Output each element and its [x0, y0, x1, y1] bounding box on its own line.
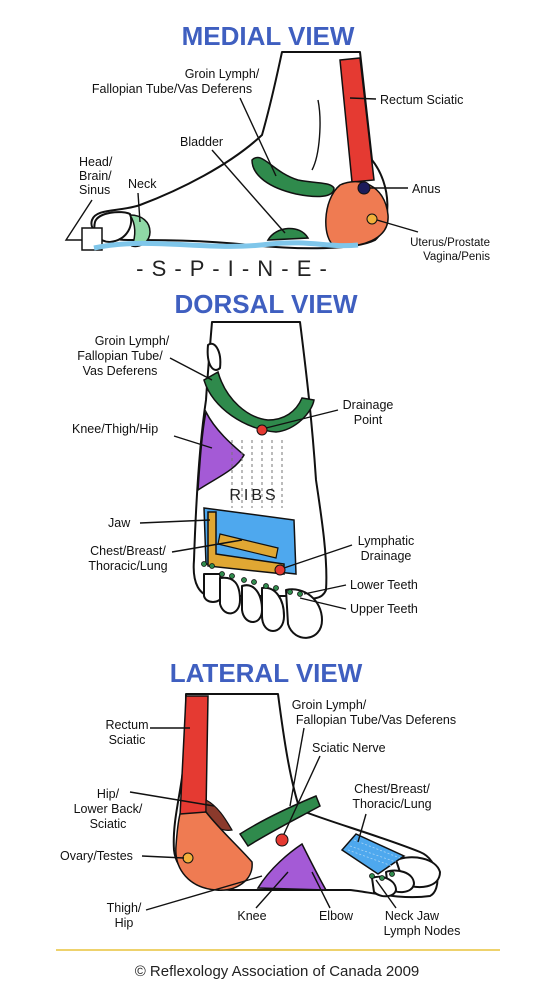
spine-label: - S - P - I - N - E -: [136, 256, 328, 281]
copyright-text: © Reflexology Association of Canada 2009: [135, 963, 420, 980]
neck-jaw-label-1: Neck Jaw: [385, 909, 440, 923]
spine-line: [93, 240, 359, 251]
lymphatic-label-1: Lymphatic: [358, 534, 415, 548]
sciatic-nerve-label: Sciatic Nerve: [312, 741, 386, 755]
sciatic-nerve-point: [275, 833, 289, 847]
chest-bar-zone: [217, 533, 279, 559]
medial-groin-label: Groin Lymph/: [185, 67, 260, 81]
lateral-hip-label-3: Sciatic: [90, 817, 127, 831]
ribs-label: RIBS: [229, 487, 278, 504]
dorsal-groin-zone: [203, 370, 315, 433]
dorsal-chest-label-1: Chest/Breast/: [90, 544, 166, 558]
medial-view-title: MEDIAL VIEW: [182, 21, 355, 51]
lateral-chest-label-1: Chest/Breast/: [354, 782, 430, 796]
lateral-groin-label-2: Fallopian Tube/Vas Deferens: [296, 713, 456, 727]
dorsal-foot: [192, 321, 328, 639]
lateral-rectum-label-1: Rectum: [105, 718, 148, 732]
neck-jaw-dots: [369, 871, 395, 881]
head-box: [81, 227, 103, 251]
ovary-label: Ovary/Testes: [60, 849, 133, 863]
medial-rectum-label: Rectum Sciatic: [380, 93, 463, 107]
neck-label: Neck: [128, 177, 157, 191]
lymphatic-label-2: Drainage: [361, 549, 412, 563]
head-label-3: Sinus: [79, 183, 110, 197]
medial-uterus-zone: [325, 180, 389, 248]
ovary-point: [182, 852, 194, 864]
dorsal-groin-label-3: Vas Deferens: [83, 364, 158, 378]
drainage-label-2: Point: [354, 413, 383, 427]
head-label-1: Head/: [79, 155, 113, 169]
lateral-hip-label-1: Hip/: [97, 787, 120, 801]
dorsal-view-title: DORSAL VIEW: [175, 289, 358, 319]
lateral-rectum-zone: [179, 695, 209, 817]
neck-jaw-label-2: Lymph Nodes: [384, 924, 461, 938]
uterus-point: [366, 213, 378, 225]
drainage-label-1: Drainage: [343, 398, 394, 412]
jaw-zone: [207, 511, 285, 575]
lateral-hip-label-2: Lower Back/: [74, 802, 143, 816]
bladder-zone: [266, 227, 310, 241]
lymphatic-point: [274, 564, 286, 576]
dorsal-groin-label-2: Fallopian Tube/: [77, 349, 163, 363]
teeth-dots: [201, 561, 303, 597]
anus-point: [357, 181, 371, 195]
dorsal-groin-label-1: Groin Lymph/: [95, 334, 170, 348]
drainage-point: [256, 424, 268, 436]
anus-label: Anus: [412, 182, 441, 196]
lateral-rectum-label-2: Sciatic: [109, 733, 146, 747]
elbow-label: Elbow: [319, 909, 354, 923]
bladder-label: Bladder: [180, 135, 223, 149]
lateral-chest-label-2: Thoracic/Lung: [352, 797, 431, 811]
medial-rectum-zone: [339, 57, 375, 183]
lateral-groin-zone: [238, 795, 321, 848]
thigh-label-1: Thigh/: [107, 901, 142, 915]
upper-teeth-label: Upper Teeth: [350, 602, 418, 616]
head-label-2: Brain/: [79, 169, 112, 183]
uterus-label-2: Vagina/Penis: [423, 251, 490, 263]
knee-thigh-hip-label: Knee/Thigh/Hip: [72, 422, 158, 436]
lateral-view-title: LATERAL VIEW: [170, 658, 363, 688]
lower-teeth-label: Lower Teeth: [350, 578, 418, 592]
medial-groin-label-2: Fallopian Tube/Vas Deferens: [92, 82, 252, 96]
jaw-label: Jaw: [108, 516, 131, 530]
uterus-label-1: Uterus/Prostate: [410, 237, 490, 249]
lateral-groin-label-1: Groin Lymph/: [292, 698, 367, 712]
lateral-knee-elbow-zone: [256, 842, 328, 891]
dorsal-chest-label-2: Thoracic/Lung: [88, 559, 167, 573]
thigh-label-2: Hip: [115, 916, 134, 930]
knee-label: Knee: [237, 909, 266, 923]
